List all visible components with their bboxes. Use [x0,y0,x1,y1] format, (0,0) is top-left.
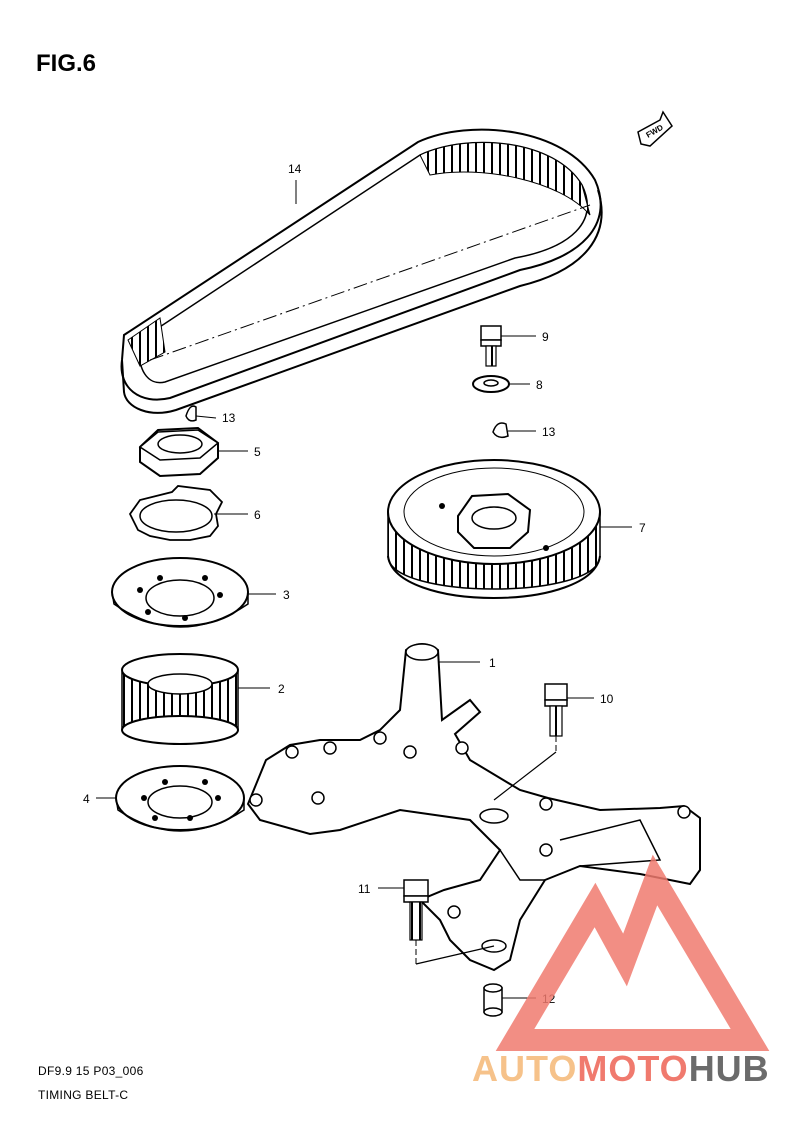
bracket [246,643,701,972]
crankshaft-sprocket [121,653,239,745]
callout-1: 1 [489,656,496,670]
dowel-pin [483,983,503,1017]
timing-belt [120,128,603,414]
brand-part-hub: HUB [688,1048,770,1089]
bolt-9 [480,325,502,367]
leader-lines [96,180,632,999]
key-right [492,422,509,439]
bolt-10 [493,683,568,801]
guide-plate-lower [115,765,245,832]
brand-part-auto: AUTO [472,1048,578,1089]
driven-pulley [387,459,601,599]
callout-5: 5 [254,445,261,459]
watermark-logo-icon [495,854,770,1051]
callout-8: 8 [536,378,543,392]
callout-10: 10 [600,692,614,706]
forward-arrow-icon: FWD [637,110,673,147]
guide-plate-upper [111,557,249,628]
bolt-11 [403,879,495,965]
callout-6: 6 [254,508,261,522]
callout-9: 9 [542,330,549,344]
callout-13-left: 13 [222,411,236,425]
figure-name: TIMING BELT-C [38,1088,129,1102]
callout-13-right: 13 [542,425,556,439]
callout-14: 14 [288,162,302,176]
callout-11: 11 [358,882,371,896]
callout-2: 2 [278,682,285,696]
tab-washer [128,485,224,541]
callout-7: 7 [639,521,646,535]
watermark-brand: AUTOMOTOHUB [472,1048,770,1090]
callout-3: 3 [283,588,290,602]
figure-title: FIG.6 [36,50,97,77]
figure-code: DF9.9 15 P03_006 [38,1064,144,1078]
brand-part-moto: MOTO [577,1048,689,1089]
callout-4: 4 [83,792,90,806]
washer-8 [472,375,510,393]
key-left [185,405,197,422]
hex-nut [138,426,220,478]
